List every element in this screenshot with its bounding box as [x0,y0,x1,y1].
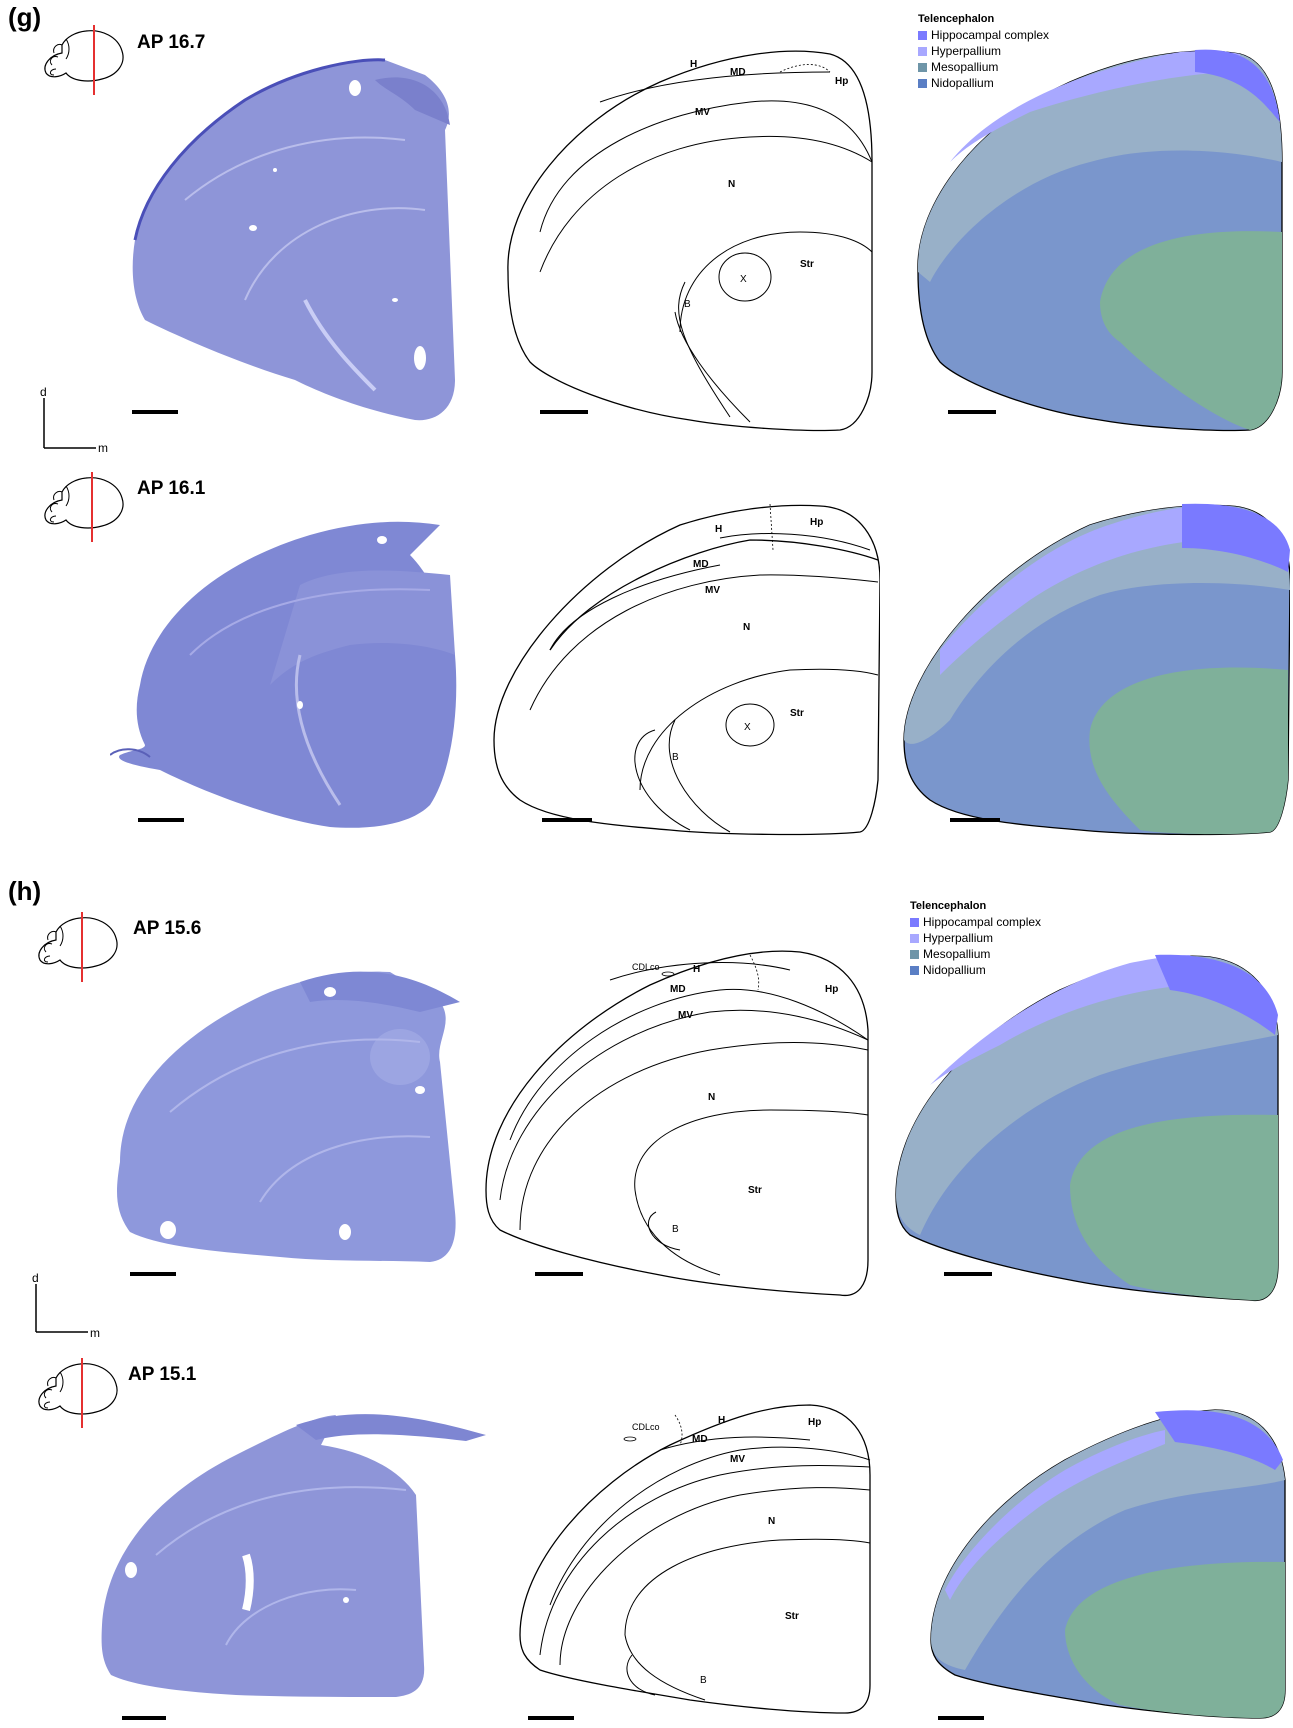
panel-letter-h: (h) [8,876,41,907]
region-map [900,500,1290,840]
region-label: Hp [810,517,823,528]
region-label: CDLco [632,1422,660,1432]
region-label: Str [800,259,814,270]
axis-medial-label: m [90,1326,100,1340]
region-label: Str [748,1185,762,1196]
region-label: MV [695,107,710,118]
swatch-hippocampal [918,31,927,40]
atlas-drawing: CDLco H MD MV Hp N Str B [480,940,880,1300]
region-label: X [740,274,747,285]
region-label: N [743,622,750,633]
swatch-hippocampal [910,918,919,927]
region-label: B [672,1224,679,1235]
region-map [910,42,1290,432]
scale-bar [122,1716,166,1720]
scale-bar [132,410,178,414]
nissl-section [110,962,480,1282]
legend-label: Hippocampal complex [931,28,1049,42]
legend-item-hippocampal: Hippocampal complex [910,914,1041,930]
region-label: MD [670,984,686,995]
region-label: MV [705,585,720,596]
scale-bar [938,1716,984,1720]
orientation-axes: d m [36,384,116,454]
axis-medial-label: m [98,441,108,454]
nissl-section [125,50,485,430]
region-label: X [744,722,751,733]
region-label: Hp [825,984,838,995]
region-label: MV [678,1010,693,1021]
scale-bar [528,1716,574,1720]
region-label: Hp [835,76,848,87]
region-label: B [700,1675,707,1686]
region-label: H [693,964,700,975]
legend-title: Telencephalon [918,13,1049,25]
scale-bar [542,818,592,822]
axis-dorsal-label: d [32,1271,39,1285]
region-label: MD [693,559,709,570]
region-label: H [690,59,697,70]
region-label: N [768,1516,775,1527]
scale-bar [540,410,588,414]
atlas-drawing: H Hp MD MV N Str X B [490,500,880,840]
scale-bar [138,818,184,822]
orientation-axes: d m [30,1270,110,1340]
ap-label: AP 15.1 [128,1364,196,1386]
region-map [890,945,1290,1305]
region-label: MD [692,1434,708,1445]
legend-item-hyperpallium: Hyperpallium [910,930,1041,946]
atlas-drawing: H MD Hp MV N Str X B [500,42,880,432]
nissl-section [110,515,490,835]
region-label: N [708,1092,715,1103]
region-label: MD [730,67,746,78]
swatch-hyperpallium [910,934,919,943]
scale-bar [130,1272,176,1276]
legend-title: Telencephalon [910,900,1041,912]
nissl-section [96,1405,496,1705]
region-label: Hp [808,1417,821,1428]
region-label: H [715,524,722,535]
region-label: H [718,1415,725,1426]
axis-dorsal-label: d [40,385,47,399]
region-label: CDLco [632,962,660,972]
scale-bar [944,1272,992,1276]
region-label: B [684,299,691,310]
region-label: B [672,752,679,763]
region-label: Str [785,1611,799,1622]
ap-label: AP 16.1 [137,478,205,500]
legend-item-hippocampal: Hippocampal complex [918,27,1049,43]
region-map [925,1400,1293,1720]
scale-bar [948,410,996,414]
brain-icon [36,25,136,95]
legend-label: Hippocampal complex [923,915,1041,929]
legend-label: Hyperpallium [923,931,993,945]
region-label: MV [730,1454,745,1465]
region-label: Str [790,708,804,719]
scale-bar [535,1272,583,1276]
scale-bar [950,818,1000,822]
region-label: N [728,179,735,190]
ap-label: AP 15.6 [133,918,201,940]
atlas-drawing: CDLco H MD MV Hp N Str B [510,1395,880,1715]
